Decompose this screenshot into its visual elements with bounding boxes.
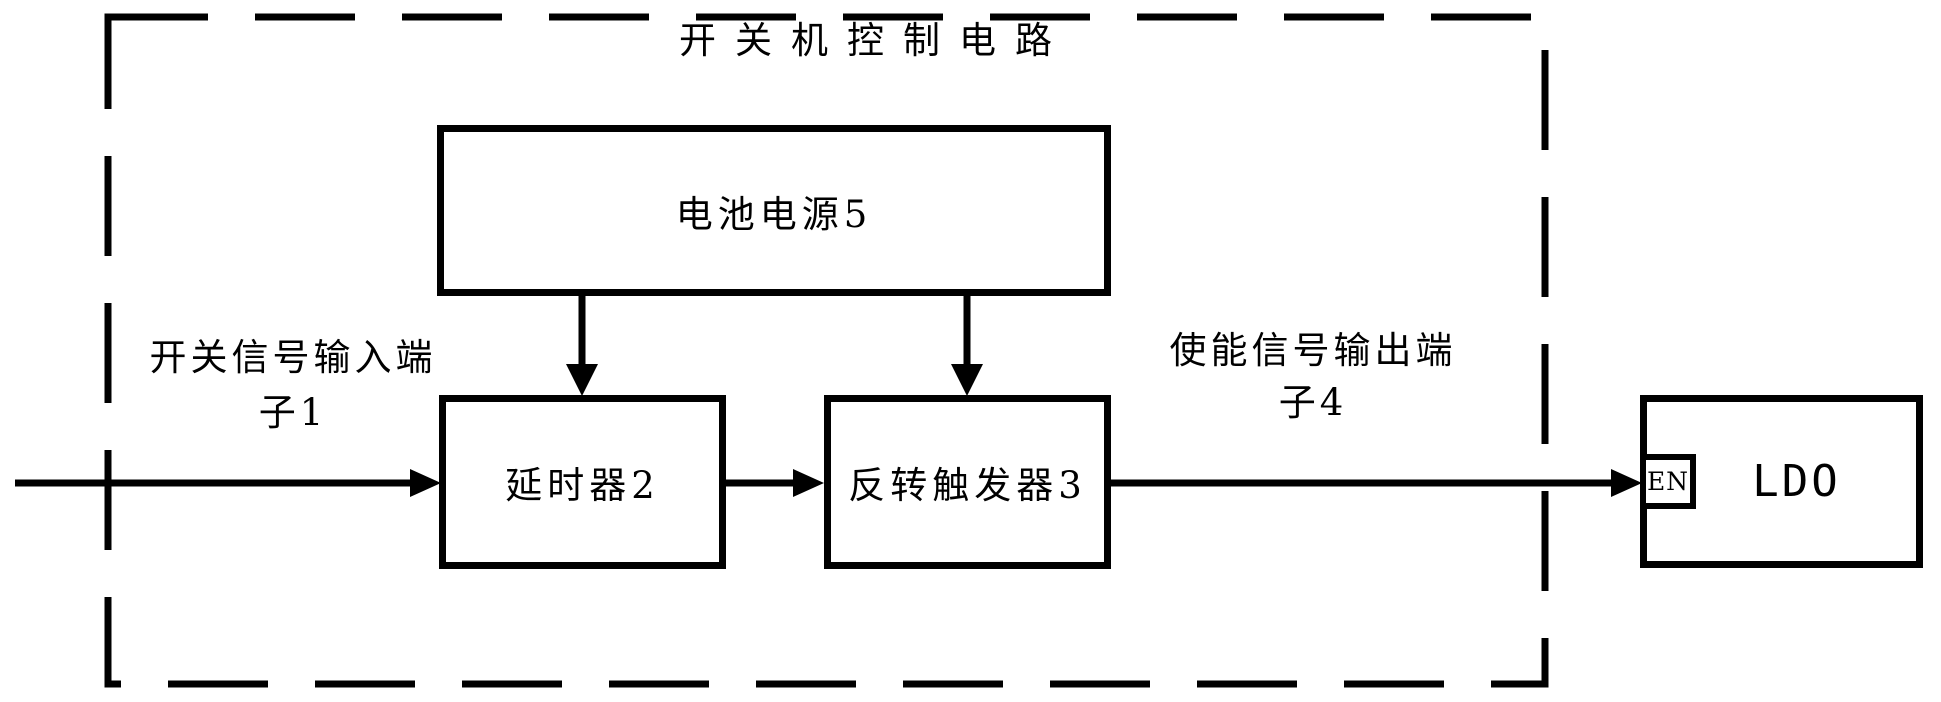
ldo-en-pin-label: EN — [1646, 467, 1690, 496]
battery-power-label: 电池电源5 — [675, 192, 873, 236]
output-terminal-label-line1: 使能信号输出端 — [1169, 329, 1457, 372]
input-terminal-label: 开关信号输入端 子1 — [110, 330, 476, 440]
input-terminal-label-line1: 开关信号输入端 — [149, 336, 437, 379]
input-terminal-label-line2: 子1 — [258, 391, 328, 434]
ldo-en-pin-box: EN — [1640, 454, 1696, 509]
delay-to-trigger-arrow — [722, 469, 824, 497]
delay-block: 延时器2 — [439, 395, 726, 569]
ldo-label: LDO — [1752, 456, 1841, 507]
battery-to-delay-arrow — [566, 292, 598, 396]
input-signal-arrow — [15, 469, 441, 497]
output-terminal-label-line2: 子4 — [1278, 381, 1348, 424]
control-circuit-dashed-boundary — [104, 13, 1549, 688]
output-terminal-label: 使能信号输出端 子4 — [1130, 325, 1496, 429]
ldo-block: LDO — [1640, 395, 1923, 568]
trigger-to-ldo-arrow — [1108, 469, 1642, 497]
inversion-trigger-block: 反转触发器3 — [824, 395, 1111, 569]
delay-label: 延时器2 — [505, 464, 660, 507]
battery-to-trigger-arrow — [951, 292, 983, 396]
battery-power-block: 电池电源5 — [437, 125, 1111, 296]
inversion-trigger-label: 反转触发器3 — [848, 464, 1087, 507]
circuit-title: 开关机控制电路 — [679, 19, 1071, 62]
